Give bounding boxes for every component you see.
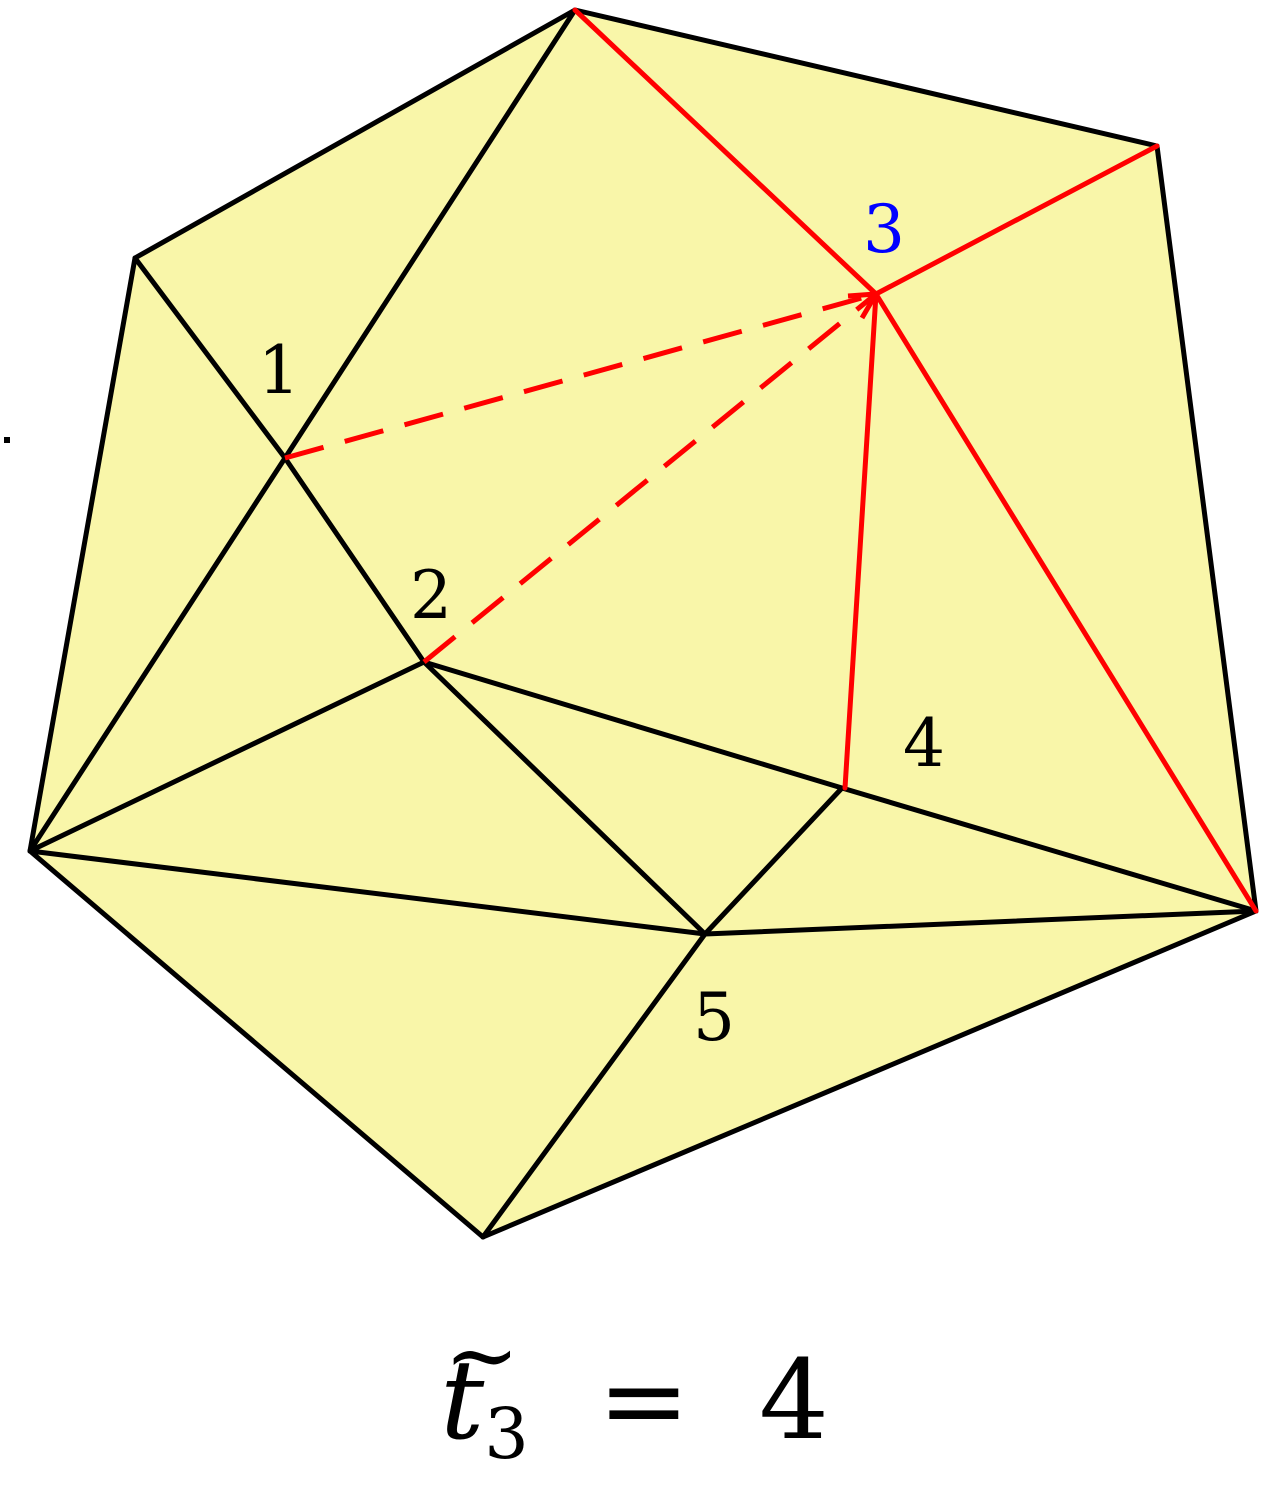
edge [132, 7, 578, 261]
edge [702, 785, 845, 937]
caption-variable: ~ t3 [440, 1311, 529, 1470]
edge [132, 255, 288, 461]
edge [480, 931, 708, 1240]
highlight-edge [873, 143, 1160, 297]
edge [572, 7, 1160, 149]
vertex-label-2: 2 [410, 557, 452, 634]
edge [702, 908, 1259, 937]
edge [839, 785, 1259, 914]
interior-edges [27, 7, 1259, 1240]
caption-formula: ~ t3 = 4 [0, 1311, 1269, 1470]
boundary-edges [27, 7, 1259, 1240]
dashed-edge [284, 291, 877, 461]
caption-variable-letter: t [440, 1336, 485, 1464]
stray-dot [4, 437, 10, 443]
dashed-edge [422, 292, 878, 664]
caption-value: 4 [758, 1336, 829, 1464]
highlight-edge [873, 291, 1259, 914]
caption-subscript: 3 [484, 1393, 529, 1475]
edge [421, 659, 708, 937]
edge [27, 255, 138, 854]
edge [27, 848, 486, 1240]
vertex-labels: 1 2 3 4 5 [258, 191, 945, 1056]
edge [421, 659, 845, 791]
caption-operator: = [597, 1336, 690, 1464]
highlight-edge [842, 291, 879, 791]
highlight-edges [572, 7, 1259, 914]
edge [27, 455, 288, 854]
edge [282, 7, 578, 461]
tilde-accent: ~ [444, 1303, 520, 1408]
vertex-label-4: 4 [903, 705, 945, 782]
vertex-label-5: 5 [693, 979, 735, 1056]
edge [282, 455, 427, 665]
highlight-edge [572, 7, 879, 297]
edge [27, 659, 427, 854]
dashed-edges [284, 291, 881, 664]
arrow-head [847, 291, 881, 320]
vertex-label-1: 1 [258, 332, 300, 409]
vertex-label-3: 3 [863, 191, 905, 268]
edge [480, 908, 1259, 1240]
edge [27, 848, 708, 937]
polygon-fill [30, 10, 1256, 1237]
edge [1154, 143, 1259, 914]
